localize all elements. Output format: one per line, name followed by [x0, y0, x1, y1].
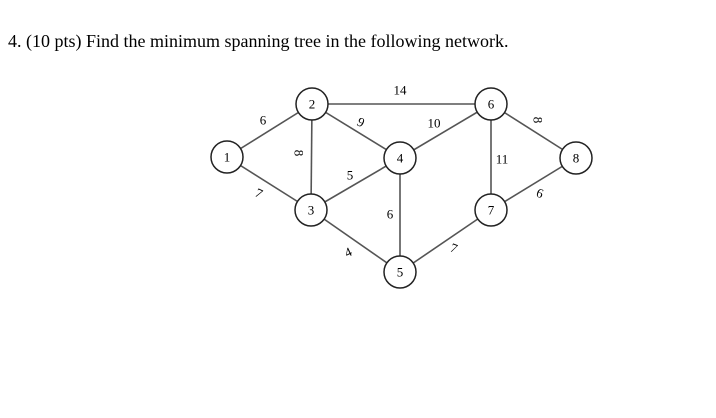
node-8: 8: [559, 141, 593, 175]
edge-6-8: [490, 103, 577, 159]
node-label-1: 1: [224, 150, 231, 165]
edge-4-6: [399, 103, 492, 159]
nodes-layer: 1 2 3 4 5 6 7 8: [210, 87, 593, 289]
edge-weight-6-7: 11: [496, 152, 509, 167]
edge-weight-7-8: 6: [534, 185, 546, 201]
question-text: 4. (10 pts) Find the minimum spanning tr…: [8, 31, 509, 51]
edge-weight-3-5: 4: [342, 244, 355, 261]
edge-2-3: [310, 103, 313, 211]
node-label-7: 7: [488, 203, 495, 218]
node-circle-5: [383, 255, 417, 289]
node-3: 3: [294, 193, 328, 227]
edge-5-7: [399, 209, 492, 273]
edge-3-5: [310, 209, 401, 273]
node-1: 1: [210, 140, 244, 174]
edges-layer: [226, 103, 577, 273]
edge-weight-6-8: 8: [531, 117, 546, 124]
node-7: 7: [474, 193, 508, 227]
node-label-6: 6: [488, 97, 495, 112]
edge-weight-3-4: 5: [347, 168, 354, 183]
node-4: 4: [383, 141, 417, 175]
edge-2-4: [311, 103, 401, 159]
node-circle-8: [559, 141, 593, 175]
node-6: 6: [474, 87, 508, 121]
edge-weight-4-5: 6: [387, 207, 394, 222]
edge-weight-1-2: 6: [260, 113, 267, 128]
edge-weight-1-3: 7: [253, 185, 266, 202]
edge-3-4: [310, 157, 401, 211]
node-circle-2: [295, 87, 329, 121]
node-label-2: 2: [309, 97, 316, 112]
node-circle-6: [474, 87, 508, 121]
node-label-3: 3: [308, 203, 315, 218]
edge-weight-2-3: 8: [292, 150, 307, 157]
node-label-8: 8: [573, 151, 580, 166]
node-2: 2: [295, 87, 329, 121]
node-label-5: 5: [397, 265, 404, 280]
edge-weight-4-6: 10: [428, 116, 441, 131]
node-circle-3: [294, 193, 328, 227]
edge-weight-2-6: 14: [394, 83, 408, 98]
node-5: 5: [383, 255, 417, 289]
edge-weight-2-4: 9: [355, 114, 367, 130]
node-circle-7: [474, 193, 508, 227]
node-label-4: 4: [397, 151, 404, 166]
node-circle-4: [383, 141, 417, 175]
node-circle-1: [210, 140, 244, 174]
edge-weight-5-7: 7: [448, 240, 460, 256]
